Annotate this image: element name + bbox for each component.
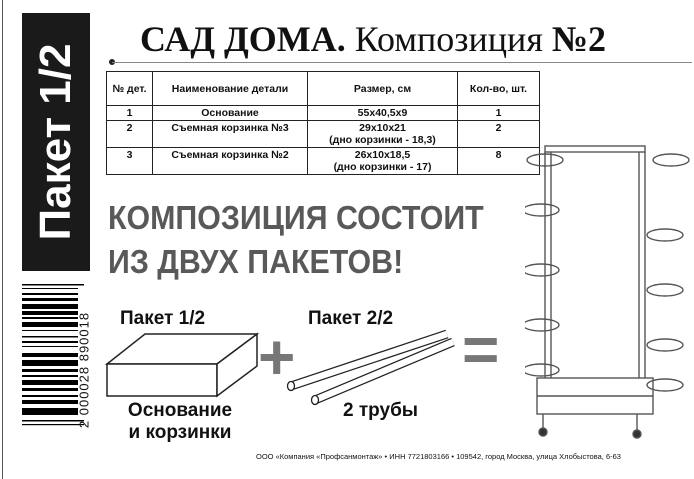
barcode-bar	[22, 420, 84, 422]
barcode-bar	[22, 304, 78, 309]
basket-icon	[525, 318, 560, 332]
tubes-illustration	[286, 329, 455, 406]
barcode-bar	[22, 369, 78, 372]
pack1-title: Пакет 1/2	[120, 308, 206, 329]
basket-icon	[652, 153, 690, 167]
cell-name: Съемная корзинка №3	[152, 120, 308, 148]
barcode-bar	[22, 408, 78, 415]
plus-sign: +	[258, 321, 296, 393]
barcode-bar	[22, 330, 78, 331]
basket-icon	[646, 338, 684, 352]
size-note: (дно корзинки - 18,3)	[329, 134, 436, 146]
table-row: 1 Основание 55x40,5x9 1	[106, 105, 540, 121]
size-note: (дно корзинки - 17)	[333, 161, 432, 173]
plant-stand-illustration	[525, 145, 690, 439]
barcode-bar	[22, 400, 78, 404]
barcode-bar	[22, 317, 78, 319]
notice-line-1: КОМПОЗИЦИЯ СОСТОИТ	[108, 199, 484, 236]
barcode-bar	[22, 346, 78, 347]
barcode-bar	[22, 424, 84, 426]
barcode-bar	[22, 341, 78, 343]
cell-name: Съемная корзинка №2	[152, 147, 308, 175]
notice-line-2: ИЗ ДВУХ ПАКЕТОВ!	[108, 243, 404, 280]
barcode-number: 2 000028 890018	[76, 311, 92, 429]
cell-size: 29x10x21(дно корзинки - 18,3)	[307, 120, 458, 148]
basket-icon	[526, 153, 564, 167]
package-banner: Пакет 1/2	[22, 13, 90, 271]
header-size: Размер, см	[307, 71, 458, 106]
cell-qty: 2	[457, 120, 540, 148]
equals-sign: =	[462, 313, 500, 385]
pack1-caption-line2: и корзинки	[128, 422, 232, 443]
barcode-bar	[22, 336, 78, 338]
basket-icon	[525, 363, 560, 377]
header-no: № дет.	[106, 71, 153, 106]
barcode-bar	[22, 322, 78, 327]
barcode-bar	[22, 298, 78, 301]
box-illustration	[105, 332, 260, 398]
company-footer: ООО «Компания «Профсанмонтаж» • ИНН 7721…	[256, 452, 621, 461]
size-value: 29x10x21	[359, 122, 406, 134]
pack2-caption: 2 трубы	[343, 400, 419, 421]
brand-name: САД ДОМА.	[140, 19, 346, 59]
basket-icon	[525, 263, 560, 277]
page-border	[2, 0, 3, 479]
pack1-caption-line1: Основание	[127, 400, 233, 421]
cell-qty: 8	[457, 147, 540, 175]
cell-no: 1	[106, 105, 153, 121]
cell-name: Основание	[152, 105, 308, 121]
basket-icon	[646, 378, 684, 392]
basket-icon	[646, 228, 684, 242]
table-row: 2 Съемная корзинка №3 29x10x21(дно корзи…	[106, 120, 540, 148]
page-title: САД ДОМА. Композиция №2	[140, 18, 606, 60]
basket-icon	[525, 203, 560, 217]
cell-size: 26x10x18,5(дно корзинки - 17)	[307, 147, 458, 175]
barcode-bar	[22, 375, 78, 377]
cell-no: 2	[106, 120, 153, 148]
cell-qty: 1	[457, 105, 540, 121]
barcode-bar	[22, 360, 78, 366]
cell-size: 55x40,5x9	[307, 105, 458, 121]
barcode	[22, 284, 84, 426]
table-row: 3 Съемная корзинка №2 26x10x18,5(дно кор…	[106, 147, 540, 175]
barcode-bar	[22, 380, 78, 385]
package-label: Пакет 1/2	[31, 43, 80, 241]
cell-no: 3	[106, 147, 153, 175]
barcode-bar	[22, 388, 78, 391]
barcode-bar	[22, 395, 78, 397]
barcode-bar	[22, 311, 78, 315]
header-qty: Кол-во, шт.	[457, 71, 540, 106]
composition-label: Композиция	[345, 19, 552, 59]
parts-table: № дет. Наименование детали Размер, см Ко…	[106, 71, 540, 175]
pack2-title: Пакет 2/2	[308, 308, 394, 329]
barcode-bar	[22, 293, 78, 295]
title-underline	[112, 62, 692, 63]
composition-number: №2	[551, 19, 607, 59]
basket-icon	[646, 283, 684, 297]
barcode-bar	[22, 284, 84, 286]
size-value: 26x10x18,5	[354, 149, 411, 161]
header-name: Наименование детали	[152, 71, 308, 106]
barcode-bar	[22, 288, 78, 289]
barcode-bar	[22, 353, 78, 357]
